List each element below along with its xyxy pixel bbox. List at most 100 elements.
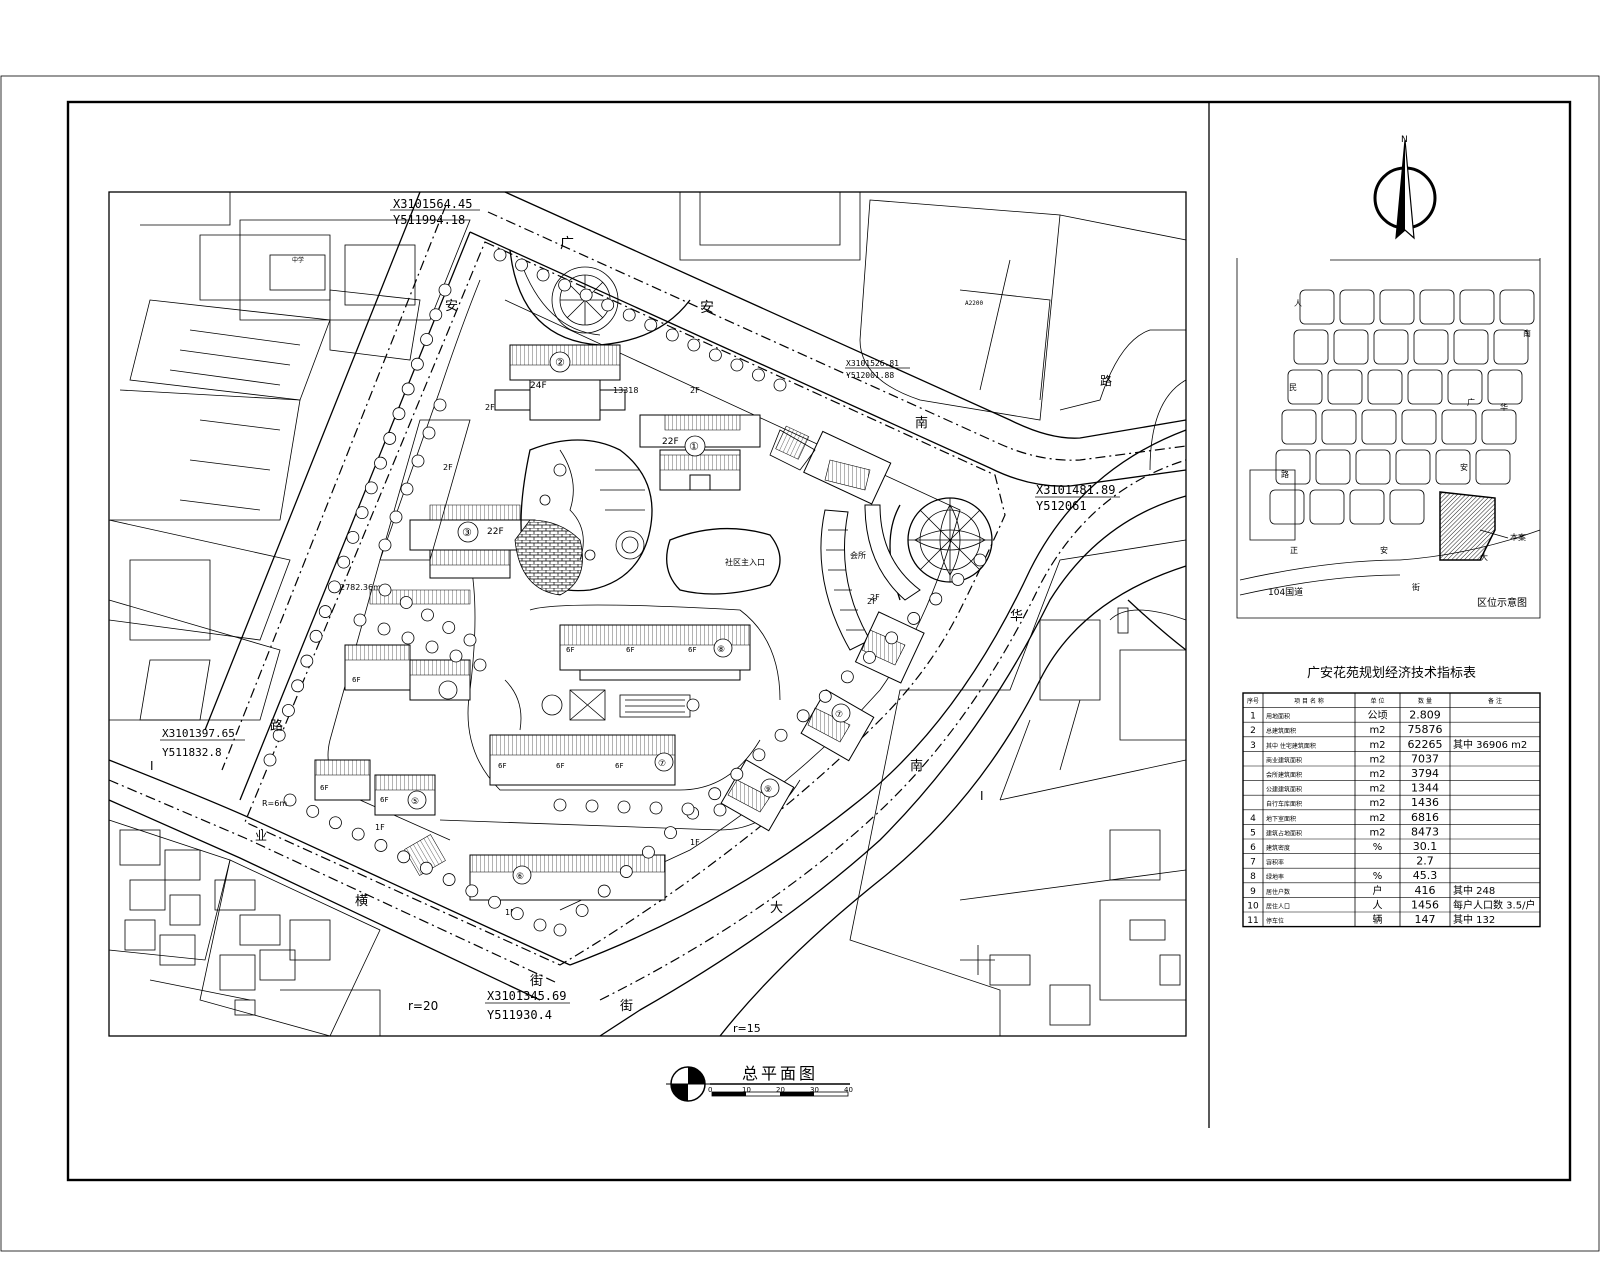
tree-icon (708, 787, 722, 801)
city-block (1361, 409, 1397, 445)
road-left-edge-2 (204, 191, 421, 731)
svg-text:安: 安 (1460, 462, 1468, 472)
svg-text:街: 街 (1412, 582, 1420, 592)
table-cell: 其中 36906 m2 (1453, 738, 1527, 751)
tree-icon (463, 633, 477, 647)
north-label: N (1401, 135, 1408, 145)
table-cell: % (1373, 871, 1383, 882)
tree-icon (355, 506, 369, 520)
tree-icon (752, 748, 766, 762)
building-1: ① 22F (639, 414, 761, 491)
table-cell: 总建筑面积 (1266, 727, 1296, 735)
svg-text:Y512001.88: Y512001.88 (846, 371, 894, 380)
coord-4: X3101345.69 Y511930.4 (485, 989, 570, 1022)
table-cell: m2 (1369, 798, 1385, 809)
table-cell: 45.3 (1413, 869, 1438, 882)
sw-parcels (108, 819, 381, 1037)
city-block (1299, 289, 1335, 325)
city-block (1339, 289, 1375, 325)
tree-icon (619, 865, 633, 878)
city-block (1389, 489, 1425, 525)
tree-icon (328, 580, 341, 594)
north-arrow: N (1373, 135, 1437, 240)
svg-text:2F: 2F (867, 597, 877, 606)
svg-text:r=20: r=20 (408, 999, 438, 1013)
svg-text:安: 安 (700, 300, 714, 316)
tree-icon (337, 555, 351, 569)
city-block (1413, 329, 1449, 365)
coord-3: X3101397.65 Y511832.8 (160, 727, 245, 759)
tree-icon (515, 258, 528, 272)
table-cell: 容积率 (1266, 859, 1284, 867)
table-cell: 3 (1250, 741, 1256, 751)
svg-text:⑧: ⑧ (717, 645, 725, 655)
tree-icon (885, 631, 898, 645)
building-2: ② 24F 13318 (494, 344, 638, 421)
tree-icon (425, 640, 439, 654)
road-left-centerline (221, 204, 447, 771)
table-cell: 其中 248 (1453, 884, 1495, 897)
tree-icon (840, 670, 854, 684)
city-block (1281, 409, 1317, 445)
svg-text:中学: 中学 (292, 256, 304, 264)
city-block (1459, 289, 1495, 325)
svg-text:广: 广 (560, 236, 574, 252)
table-cell: 商业建筑面积 (1266, 756, 1302, 764)
tree-icon (378, 538, 392, 552)
svg-text:X3101564.45: X3101564.45 (393, 197, 472, 211)
svg-text:24F: 24F (530, 381, 547, 391)
table-cell: 停车位 (1266, 917, 1284, 925)
table-cell: m2 (1369, 754, 1385, 765)
ne-parcels: A2200 (679, 191, 1187, 421)
tree-icon (442, 621, 456, 634)
svg-text:20: 20 (776, 1086, 785, 1094)
tree-icon (818, 689, 832, 703)
table-cell: 户 (1373, 884, 1383, 897)
tree-icon (553, 798, 567, 812)
site-plan: 2782.36m² 中学 A2200 (108, 191, 1187, 1037)
svg-text:6F: 6F (380, 796, 388, 804)
tree-icon (665, 328, 679, 342)
city-block (1321, 409, 1357, 445)
tree-icon (351, 827, 365, 841)
table-cell: 建筑占地面积 (1266, 829, 1302, 837)
svg-text:广: 广 (1467, 397, 1475, 407)
table-cell: 1 (1250, 712, 1256, 722)
north-plaza (509, 249, 691, 346)
table-cell: 人 (1373, 899, 1383, 911)
tree-icon (681, 802, 695, 816)
tree-icon (433, 398, 447, 412)
city-block (1269, 489, 1305, 525)
tree-icon (282, 704, 295, 717)
svg-text:X3101526.81: X3101526.81 (846, 359, 899, 368)
svg-text:X3101345.69: X3101345.69 (487, 989, 566, 1003)
table-cell: 8 (1250, 872, 1256, 882)
location-map-title: 区位示意图 (1477, 596, 1527, 609)
svg-text:⑨: ⑨ (764, 785, 772, 795)
building-9 (854, 611, 925, 684)
table-cell: 62265 (1408, 738, 1443, 751)
svg-text:①: ① (689, 440, 699, 453)
tree-icon (346, 530, 360, 544)
tree-icon (306, 804, 320, 818)
city-block (1275, 449, 1311, 485)
tree-icon (649, 801, 663, 815)
svg-text:r=15: r=15 (733, 1022, 761, 1035)
svg-text:⑦: ⑦ (835, 710, 843, 720)
tree-icon (687, 338, 701, 352)
site-interior: ② 24F 13318 ① 22F (314, 249, 993, 917)
table-header-cell: 项 目 名 称 (1294, 697, 1324, 705)
tree-icon (449, 649, 463, 663)
tree-icon (622, 308, 636, 322)
svg-text:⑤: ⑤ (411, 797, 419, 807)
svg-text:6F: 6F (688, 646, 696, 654)
svg-text:横: 横 (355, 894, 368, 909)
tree-icon (410, 357, 424, 371)
tree-icon (419, 861, 433, 875)
tree-icon (558, 278, 572, 292)
svg-text:Y511832.8: Y511832.8 (162, 746, 222, 759)
tree-icon (929, 592, 943, 606)
tree-icon (597, 884, 611, 898)
tree-icon (773, 378, 787, 392)
svg-text:华: 华 (1010, 609, 1023, 624)
